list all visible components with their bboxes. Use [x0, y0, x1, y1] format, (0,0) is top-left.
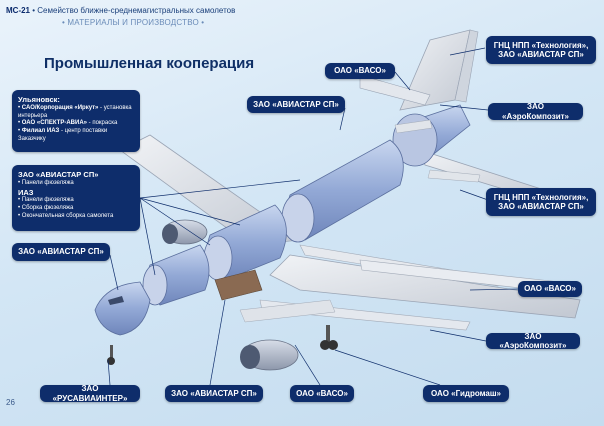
label-aerocomposit-top: ЗАО «АэроКомпозит»: [488, 102, 583, 121]
ulyanovsk-item-2: • ОАО «СПЕКТР-АВИА» - покраска: [18, 120, 118, 127]
label-aviastar-bottom: ЗАО «АВИАСТАР СП»: [165, 385, 263, 402]
ulyanovsk-box: Ульяновск: • САО/Корпорация «Иркут» - ус…: [12, 90, 140, 152]
aviastar-heading: ЗАО «АВИАСТАР СП»: [18, 170, 99, 179]
label-rusaviainter: ЗАО «РУСАВИАИНТЕР»: [40, 384, 140, 403]
label-vaso-top: ОАО «ВАСО»: [325, 63, 395, 79]
section-heading: • МАТЕРИАЛЫ И ПРОИЗВОДСТВО •: [62, 18, 205, 27]
label-aviastar-left: ЗАО «АВИАСТАР СП»: [12, 243, 110, 261]
label-gnc-top: ГНЦ НПП «Технология», ЗАО «АВИАСТАР СП»: [486, 36, 596, 64]
aviastar-iaz-box: ЗАО «АВИАСТАР СП» • Панели фюзеляжа ИАЗ …: [12, 165, 140, 231]
page-title: Промышленная кооперация: [44, 55, 255, 72]
iaz-heading: ИАЗ: [18, 187, 34, 197]
engine-upper: [162, 219, 208, 245]
header-model: МС-21: [6, 6, 31, 15]
label-gidromash: ОАО «Гидромаш»: [423, 385, 509, 402]
ulyanovsk-heading: Ульяновск:: [18, 95, 60, 104]
aviastar-item-1: • Панели фюзеляжа: [18, 179, 74, 186]
rudder: [454, 29, 479, 103]
label-vaso-bottom: ОАО «ВАСО»: [290, 385, 354, 402]
iaz-item-2: • Сборка фюзеляжа: [18, 205, 74, 212]
center-wing-box: [214, 269, 263, 301]
label-gnc-mid: ГНЦ НПП «Технология», ЗАО «АВИАСТАР СП»: [486, 188, 596, 216]
ulyanovsk-item-3: • Филиал ИАЗ - центр поставки Заказчику: [18, 128, 108, 142]
header-subtitle: • Семейство ближне-среднемагистральных с…: [30, 6, 236, 15]
label-aviastar-mid: ЗАО «АВИАСТАР СП»: [247, 96, 345, 113]
nose-section: [94, 281, 151, 336]
stabilizer-upper: [359, 74, 431, 106]
header-line: МС-21 • Семейство ближне-среднемагистрал…: [6, 6, 235, 15]
iaz-item-3: • Окончательная сборка самолета: [18, 212, 114, 219]
page-number: 26: [6, 398, 15, 407]
ulyanovsk-item-1: • САО/Корпорация «Иркут» - установка инт…: [18, 104, 132, 119]
engine-lower: [240, 339, 299, 371]
iaz-item-1: • Панели фюзеляжа: [18, 197, 74, 204]
nose-landing-gear: [107, 345, 115, 365]
label-vaso-right: ОАО «ВАСО»: [518, 281, 582, 297]
main-landing-gear: [320, 325, 338, 350]
label-aerocomposit-right: ЗАО «АэроКомпозит»: [486, 332, 580, 350]
